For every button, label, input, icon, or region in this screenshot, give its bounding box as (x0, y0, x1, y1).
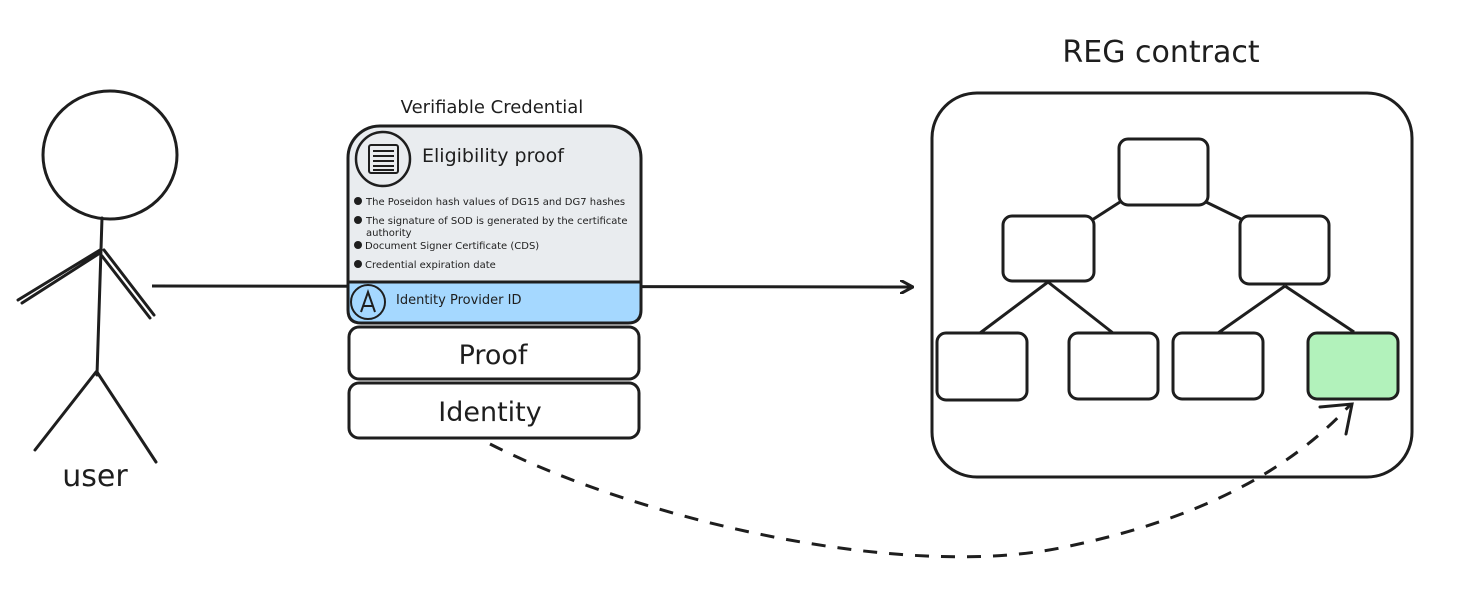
identity-provider-icon (350, 284, 386, 320)
proof-label: Proof (459, 340, 529, 371)
eligibility-bullets: The Poseidon hash values of DG15 and DG7… (354, 197, 627, 271)
tree-inner-node (1001, 214, 1096, 283)
bullet-dot (354, 260, 362, 268)
user-head (41, 89, 179, 221)
identity-insert-arrowhead (1318, 402, 1354, 436)
tree-leaf-node (1171, 331, 1265, 401)
contract-title: REG contract (1062, 35, 1259, 70)
user-figure (16, 89, 179, 464)
user-left-leg (33, 370, 98, 452)
tree-leaf-node (935, 331, 1029, 402)
identity-insert-arrow (489, 403, 1352, 559)
tree-inner-node (1238, 214, 1331, 286)
identity-box (347, 381, 641, 440)
user-right-arm (100, 248, 156, 320)
proof-box (347, 325, 641, 381)
bullet-text: Document Signer Certificate (CDS) (365, 241, 539, 252)
tree-leaf-node (1067, 331, 1160, 401)
bullet-dot (354, 241, 362, 249)
user-label: user (62, 459, 128, 494)
user-right-leg (95, 370, 158, 464)
bullet-dot (354, 216, 362, 224)
bullet-text: The Poseidon hash values of DG15 and DG7… (365, 197, 625, 208)
bullet-text-continued: authority (366, 228, 412, 239)
document-icon (354, 130, 412, 188)
bullet-dot (354, 197, 362, 205)
identity-provider-label: Identity Provider ID (396, 293, 521, 308)
tree-edges (979, 200, 1355, 335)
eligibility-heading: Eligibility proof (422, 145, 565, 167)
bullet-text: The signature of SOD is generated by the… (365, 216, 627, 227)
tree-leaf-node-highlighted (1306, 331, 1400, 401)
contract-container (930, 91, 1414, 479)
user-body (95, 216, 104, 377)
identity-label: Identity (438, 397, 541, 428)
identity-provider-band (346, 280, 643, 325)
user-left-arm (16, 248, 102, 305)
credential-title: Verifiable Credential (401, 97, 584, 118)
bullet-text: Credential expiration date (365, 260, 496, 271)
tree-root-node (1117, 137, 1210, 207)
